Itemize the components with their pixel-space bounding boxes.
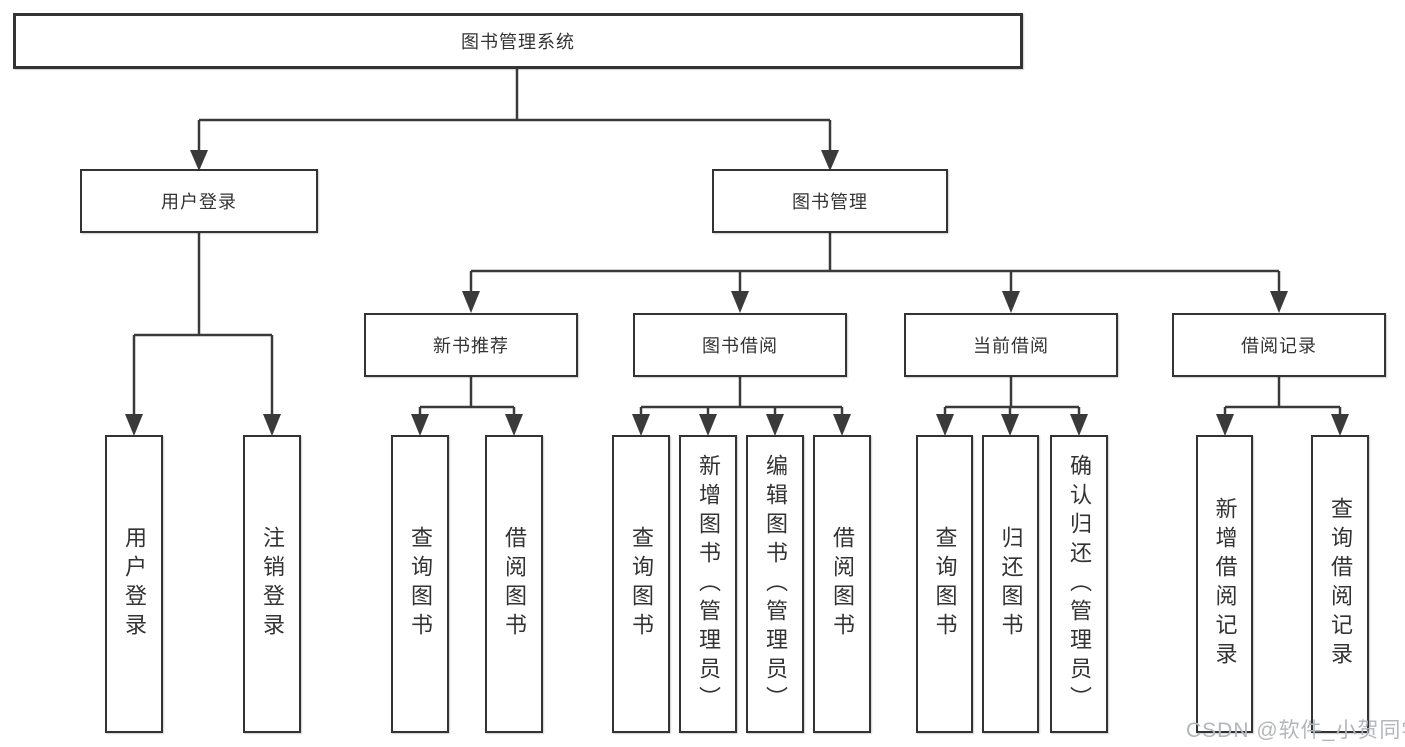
- leaf-current-query-books: 查询图书: [916, 435, 973, 733]
- node-label: 查询借阅记录: [1328, 497, 1353, 671]
- node-label: 图书管理: [792, 192, 868, 212]
- node-label: 图书借阅: [702, 336, 778, 356]
- node-label: 编辑图书（管理员）: [763, 453, 788, 715]
- node-label: 归还图书: [998, 526, 1024, 642]
- node-label: 借阅图书: [502, 526, 527, 642]
- node-label: 新书推荐: [433, 336, 509, 356]
- node-new-book-recommend: 新书推荐: [364, 313, 578, 377]
- node-label: 新增借阅记录: [1212, 497, 1238, 671]
- csdn-watermark: CSDN @软件_小贺同学: [1186, 719, 1405, 742]
- leaf-recommend-borrow-books: 借阅图书: [485, 435, 543, 733]
- node-label: 确认归还（管理员）: [1067, 453, 1092, 715]
- leaf-logout: 注销登录: [243, 435, 301, 733]
- leaf-borrow-query-books: 查询图书: [612, 435, 670, 733]
- node-current-borrow: 当前借阅: [904, 313, 1118, 377]
- node-label: 注销登录: [260, 526, 285, 642]
- leaf-current-confirm-return-admin: 确认归还（管理员）: [1050, 435, 1108, 733]
- leaf-borrow-borrow-books: 借阅图书: [813, 435, 871, 733]
- node-book-management: 图书管理: [712, 169, 948, 233]
- leaf-records-add-record: 新增借阅记录: [1196, 435, 1253, 733]
- leaf-records-query-record: 查询借阅记录: [1311, 435, 1369, 733]
- node-label: 用户登录: [161, 192, 237, 212]
- leaf-current-return-books: 归还图书: [982, 435, 1039, 733]
- leaf-borrow-edit-books-admin: 编辑图书（管理员）: [746, 435, 804, 733]
- node-label: 查询图书: [408, 526, 433, 642]
- leaf-recommend-query-books: 查询图书: [391, 435, 449, 733]
- leaf-user-login: 用户登录: [105, 435, 163, 733]
- node-label: 图书管理系统: [461, 32, 575, 52]
- node-label: 当前借阅: [973, 336, 1049, 356]
- node-borrow-records: 借阅记录: [1172, 313, 1386, 377]
- node-root-library-system: 图书管理系统: [13, 13, 1023, 69]
- node-label: 查询图书: [629, 526, 654, 642]
- node-label: 新增图书（管理员）: [696, 453, 721, 715]
- node-label: 查询图书: [932, 526, 958, 642]
- node-book-borrow: 图书借阅: [633, 313, 847, 377]
- node-label: 用户登录: [122, 526, 147, 642]
- node-label: 借阅记录: [1241, 336, 1317, 356]
- node-label: 借阅图书: [830, 526, 855, 642]
- leaf-borrow-add-books-admin: 新增图书（管理员）: [679, 435, 737, 733]
- node-user-login: 用户登录: [80, 169, 318, 233]
